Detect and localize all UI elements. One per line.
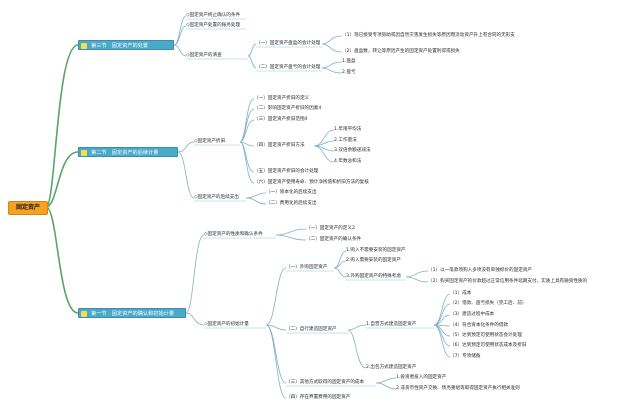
node-other-2[interactable]: 2.非货币性资产交换、债务重组等取得固定资产执行相关准则 [396, 386, 520, 391]
node-purchased-3-1[interactable]: （1）以一笔款项购入多项没有单独标价的固定资产 [428, 268, 532, 273]
node-deficit-accounting[interactable]: （二）固定资产盘亏的会计处理 [256, 65, 321, 70]
node-other-1[interactable]: 1.投资者投入的固定资产 [396, 375, 447, 380]
node-purchased-1[interactable]: 1.购入不需要安装的固定资产 [346, 248, 406, 253]
node-expensed-expense[interactable]: （二）费用化的后续支出 [266, 201, 317, 206]
node-disposal-cost[interactable]: （四）存在弃置费用的固定资产 [286, 395, 351, 400]
node-contracted-out[interactable]: 2.出包方式建造固定资产 [366, 365, 417, 370]
node-self-op-6[interactable]: （6）达到预定可使用状态成本及折旧 [450, 343, 527, 348]
node-surplus-detail-1[interactable]: （1）现已接受专项资助或因自然灾害发生损失等原因而流动资产升上有合同的无形支 [342, 33, 515, 38]
section-flag-icon [81, 310, 87, 317]
node-self-op-2[interactable]: （2）借款、盘亏损失（完工后、前） [450, 301, 527, 306]
node-dep-methods[interactable]: （四）固定资产折旧方法 [254, 143, 305, 148]
node-self-op-3[interactable]: （3）建造过程中成本 [450, 312, 495, 317]
node-method-4[interactable]: 4.年数总和法 [334, 159, 362, 164]
section-2-label: 第二节 固定资产的后续计量 [91, 150, 159, 156]
node-disposal-accounting[interactable]: ◇固定资产处置的账务处理 [186, 23, 241, 28]
node-dep-review[interactable]: （六）固定资产使用寿命、预计净残值和折旧方法的复核 [254, 180, 369, 185]
node-self-op-7[interactable]: （7）专项储备 [450, 354, 481, 359]
node-capitalized-expense[interactable]: （一）资本化的后续支出 [266, 190, 317, 195]
section-2-node[interactable]: 第二节 固定资产的后续计量 [78, 147, 178, 157]
node-other-methods[interactable]: （三）其他方式取得的固定资产的成本 [286, 380, 365, 385]
node-dep-accounting[interactable]: （五）固定资产折旧的会计处理 [254, 169, 319, 174]
node-definition[interactable]: （一）固定资产的定义2 [306, 226, 355, 231]
section-3-label: 第三节 固定资产的处置 [91, 43, 149, 49]
node-derecognition[interactable]: ◇固定资产终止确认的条件 [186, 13, 241, 18]
node-recognition-conditions[interactable]: （二）固定资产的确认条件 [306, 237, 362, 242]
node-purchased-3[interactable]: 3.外购固定资产的特殊考虑 [346, 274, 401, 279]
node-self-built[interactable]: （二）自行建造固定资产 [286, 327, 337, 332]
node-inventory-check[interactable]: ◇固定资产的清查 [186, 53, 222, 58]
node-self-op-4[interactable]: （4）符合资本化条件的借款 [450, 323, 509, 328]
node-purchased-2[interactable]: 2.购入需要安装的固定资产 [346, 258, 401, 263]
node-initial-measurement[interactable]: ◇固定资产的初始计量 [204, 322, 249, 327]
node-dep-factors[interactable]: （二）影响固定资产折旧的因素4 [254, 106, 322, 111]
node-deficit-1[interactable]: 1.盘盈 [342, 59, 356, 64]
node-method-1[interactable]: 1.年限平均法 [334, 127, 362, 132]
node-subsequent-expense[interactable]: ◇固定资产的后续支出 [194, 195, 239, 200]
section-flag-icon [81, 42, 87, 49]
node-purchased-3-2[interactable]: （2）购买固定资产的价款超过正常信用条件延期支付，实质上具有融资性质的 [428, 279, 588, 284]
node-surplus-detail-2[interactable]: （2）盘盈数，转让等原因产生的固定资产处置利得或损失 [342, 49, 460, 54]
node-dep-scope[interactable]: （三）固定资产折旧范围4 [254, 117, 308, 122]
root-node[interactable]: 固定资产 [8, 201, 48, 215]
node-self-op-1[interactable]: （1）成本 [450, 291, 472, 296]
node-method-2[interactable]: 2.工作量法 [334, 138, 357, 143]
node-purchased[interactable]: （一）外购固定资产 [286, 265, 328, 270]
section-flag-icon [81, 149, 87, 156]
node-method-3[interactable]: 3.双倍余额递减法 [334, 148, 371, 153]
node-nature-recognition[interactable]: ◇固定资产的性质和确认条件 [204, 232, 263, 237]
node-self-op-5[interactable]: （5）达到预定可使用状态会计处理 [450, 333, 522, 338]
node-self-operated[interactable]: 1.自营方式建造固定资产 [366, 322, 417, 327]
node-dep-definition[interactable]: （一）固定资产折旧的定义 [254, 96, 310, 101]
section-1-node[interactable]: 第一节 固定资产的确认和初始计量 [78, 308, 186, 318]
section-1-label: 第一节 固定资产的确认和初始计量 [91, 311, 175, 317]
node-depreciation[interactable]: ◇固定资产折旧 [194, 139, 226, 144]
section-3-node[interactable]: 第三节 固定资产的处置 [78, 40, 174, 50]
node-surplus-accounting[interactable]: （一）固定资产盘盈的会计处理 [256, 41, 321, 46]
node-deficit-2[interactable]: 2.盘亏 [342, 70, 356, 75]
